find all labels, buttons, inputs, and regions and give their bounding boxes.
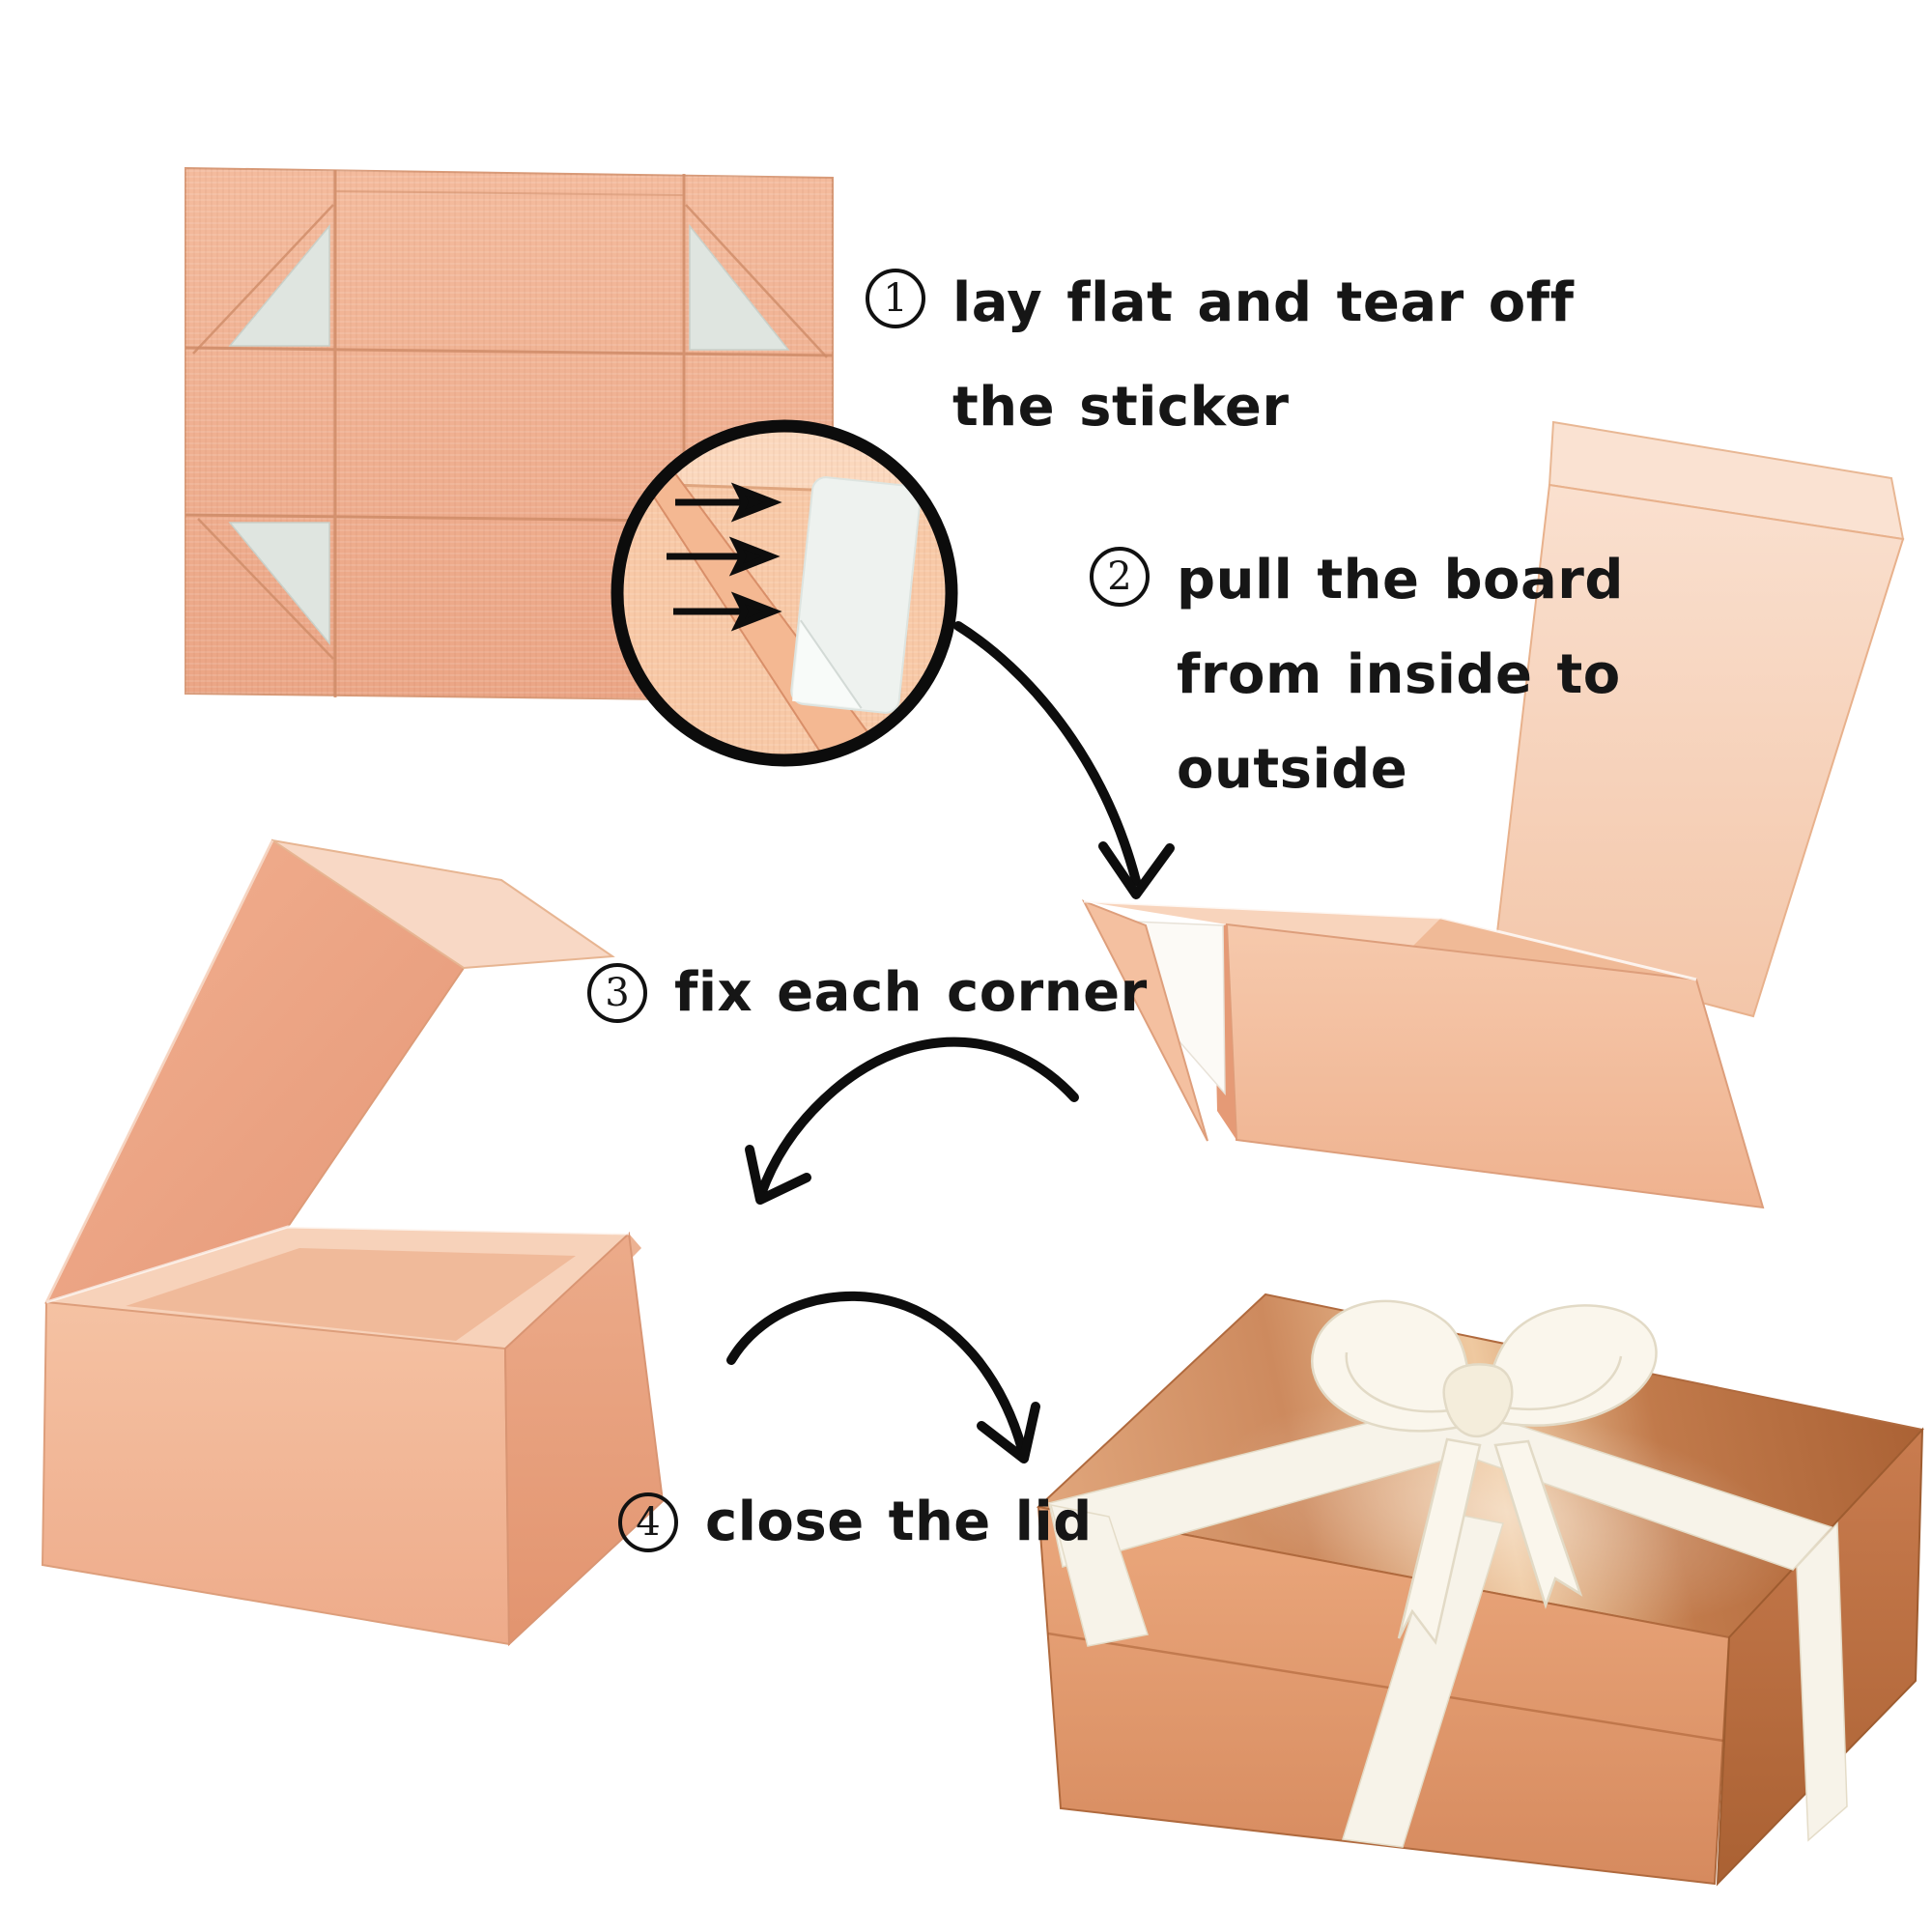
ribbon (1048, 1402, 1848, 1848)
sticker-bottom-left (228, 522, 330, 646)
raised-lid (1493, 483, 1905, 1018)
open-box-step2-figure (1081, 420, 1905, 1209)
step-4-text: close the lid (705, 1492, 1093, 1553)
corner-stickers (228, 223, 790, 646)
bow-knot (1442, 1363, 1514, 1438)
step-1-label: 1 lay flat and tear off the sticker (866, 251, 1574, 460)
magnifier-ring (611, 419, 958, 767)
step-3-text: fix each corner (674, 962, 1148, 1024)
peel-direction-arrows-icon (667, 482, 782, 632)
step-3-number-badge: 3 (587, 963, 647, 1023)
step-3-label: 3 fix each corner (587, 962, 1148, 1024)
bow-right-tail (1493, 1439, 1583, 1609)
bow-right-loop (1486, 1304, 1658, 1427)
step-4-label: 4 close the lid (618, 1492, 1093, 1553)
step-2-line-3: outside (1177, 738, 1408, 801)
step-1-line-2: the sticker (952, 376, 1290, 439)
gift-box-figure (1036, 1293, 1924, 1887)
curved-arrow-3-icon (726, 1291, 1040, 1463)
bow-left-tail (1397, 1437, 1482, 1645)
lid-top-strip (271, 839, 615, 970)
open-box-step3-figure (41, 838, 665, 1647)
ribbon-bow (1311, 1299, 1658, 1645)
box-front-face (41, 1300, 511, 1646)
peeling-sticker (790, 476, 922, 714)
step-2-number-badge: 2 (1090, 547, 1150, 607)
ribbon-right-band (1796, 1521, 1848, 1842)
step-1-number-badge: 1 (866, 269, 925, 328)
sticker-top-left (228, 223, 330, 347)
step-2-text: pull the board from inside to outside (1177, 533, 1624, 817)
step-2-line-1: pull the board (1177, 549, 1625, 611)
step-2-label: 2 pull the board from inside to outside (1090, 533, 1624, 817)
step-3-line-1: fix each corner (674, 961, 1148, 1024)
lid-seam (1047, 1632, 1724, 1743)
curved-arrow-2-icon (745, 1037, 1079, 1205)
diagonal-creases (192, 204, 828, 660)
bow-left-loop (1311, 1299, 1470, 1433)
step-4-line-1: close the lid (705, 1491, 1093, 1553)
ribbon-front-band (1342, 1511, 1504, 1848)
step-1-line-1: lay flat and tear off (952, 271, 1575, 334)
box-front-face (1037, 1505, 1731, 1886)
step-4-number-badge: 4 (618, 1492, 678, 1552)
step-2-line-2: from inside to (1177, 643, 1621, 706)
pulled-out-flap (1081, 899, 1208, 1142)
magnifier-figure (611, 419, 958, 767)
ribbon-left-patch (1049, 1504, 1149, 1647)
step-1-text: lay flat and tear off the sticker (952, 251, 1574, 460)
sticker-top-right (689, 223, 790, 351)
curved-arrow-1-icon (953, 621, 1175, 899)
